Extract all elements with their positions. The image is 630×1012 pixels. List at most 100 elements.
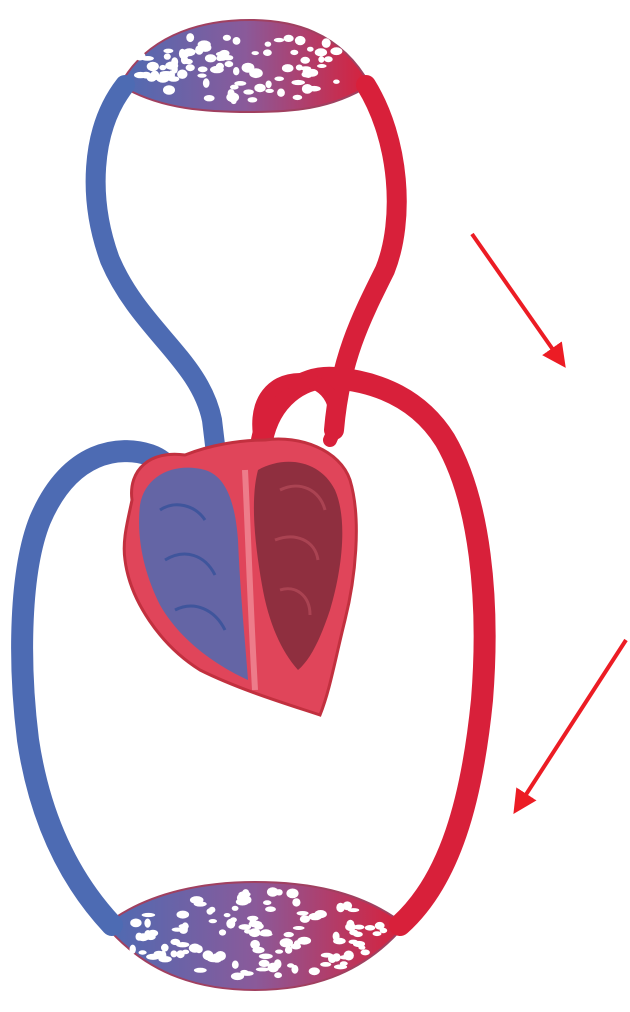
capillary-cell bbox=[179, 926, 188, 934]
capillary-cell bbox=[233, 37, 241, 45]
capillary-cell bbox=[204, 95, 215, 101]
capillary-cell bbox=[365, 925, 376, 931]
capillary-cell bbox=[307, 47, 314, 52]
capillary-cell bbox=[219, 929, 226, 935]
capillary-cell bbox=[300, 57, 310, 64]
capillary-cell bbox=[223, 35, 231, 41]
capillary-cell bbox=[315, 48, 327, 56]
capillary-cell bbox=[163, 85, 175, 95]
capillary-cell bbox=[241, 971, 254, 976]
capillary-cell bbox=[232, 961, 239, 969]
heart bbox=[124, 439, 356, 715]
capillary-cell bbox=[186, 33, 194, 42]
capillary-cell bbox=[243, 89, 254, 94]
capillary-cell bbox=[300, 915, 310, 923]
capillary-cell bbox=[171, 950, 178, 957]
capillary-cell bbox=[194, 968, 207, 973]
capillary-cell bbox=[265, 906, 276, 912]
capillary-cell bbox=[203, 78, 210, 88]
capillary-cell bbox=[375, 922, 385, 930]
capillary-cell bbox=[248, 97, 258, 102]
capillary-cell bbox=[259, 960, 270, 967]
capillary-cell bbox=[282, 64, 294, 72]
capillary-cell bbox=[284, 35, 294, 42]
capillary-cell bbox=[292, 898, 300, 906]
capillary-cell bbox=[286, 889, 298, 899]
capillary-cell bbox=[233, 67, 239, 75]
capillary-cell bbox=[163, 49, 173, 54]
capillary-cell bbox=[336, 903, 345, 913]
capillary-cell bbox=[143, 74, 153, 79]
capillary-cell bbox=[296, 65, 303, 71]
capillary-cell bbox=[168, 76, 179, 82]
capillary-cell bbox=[263, 49, 272, 56]
capillary-cell bbox=[130, 945, 136, 954]
capillary-cell bbox=[164, 53, 171, 59]
capillary-cell bbox=[170, 939, 180, 945]
capillary-cell bbox=[259, 954, 273, 960]
capillary-cell bbox=[312, 916, 320, 920]
capillary-cell bbox=[139, 950, 147, 954]
capillary-cell bbox=[348, 908, 360, 912]
capillary-cell bbox=[324, 56, 333, 62]
capillary-cell bbox=[209, 907, 216, 913]
capillary-cell bbox=[230, 85, 239, 90]
arrow-lower bbox=[516, 640, 626, 810]
pulmonary-capillary-bed bbox=[120, 20, 370, 112]
capillary-cell bbox=[345, 923, 356, 931]
capillary-cell bbox=[274, 38, 284, 42]
capillary-cell bbox=[302, 84, 313, 94]
capillary-cell bbox=[189, 49, 196, 54]
capillary-cell bbox=[344, 951, 354, 961]
capillary-cell bbox=[137, 933, 149, 941]
capillary-cell bbox=[242, 889, 249, 895]
capillary-cell bbox=[291, 965, 298, 974]
capillary-cell bbox=[373, 931, 382, 936]
capillary-cell bbox=[156, 74, 170, 83]
capillary-cell bbox=[263, 900, 271, 905]
capillary-cell bbox=[134, 52, 145, 61]
capillary-cell bbox=[197, 74, 206, 78]
capillary-cell bbox=[293, 95, 303, 100]
capillary-cell bbox=[333, 953, 341, 961]
capillary-cell bbox=[176, 950, 184, 958]
capillary-cell bbox=[277, 89, 285, 97]
capillary-cell bbox=[333, 938, 346, 945]
capillary-cell bbox=[317, 64, 327, 68]
capillary-cell bbox=[291, 80, 305, 85]
capillary-cell bbox=[224, 913, 231, 917]
capillary-cell bbox=[203, 950, 214, 960]
arrow-upper bbox=[472, 234, 563, 364]
capillary-cell bbox=[250, 940, 260, 949]
capillary-cell bbox=[318, 56, 324, 62]
capillary-cell bbox=[265, 89, 274, 93]
capillary-cell bbox=[293, 926, 305, 930]
capillary-cell bbox=[330, 47, 342, 55]
capillary-cell bbox=[361, 949, 370, 955]
pulmonary-artery bbox=[96, 85, 218, 470]
capillary-cell bbox=[254, 84, 265, 92]
capillary-cell bbox=[334, 964, 347, 969]
capillary-cell bbox=[142, 913, 156, 917]
capillary-cell bbox=[147, 62, 159, 71]
capillary-cell bbox=[265, 42, 272, 47]
capillary-cell bbox=[216, 55, 223, 61]
capillary-cell bbox=[274, 77, 284, 82]
capillary-cell bbox=[198, 66, 208, 72]
capillary-cell bbox=[249, 928, 261, 937]
capillary-cell bbox=[144, 919, 150, 928]
capillary-cell bbox=[290, 50, 298, 55]
capillary-cell bbox=[186, 64, 195, 71]
capillary-cell bbox=[320, 962, 331, 967]
capillary-cell bbox=[165, 61, 178, 69]
capillary-cell bbox=[194, 901, 207, 906]
capillary-cell bbox=[146, 954, 160, 960]
systemic-capillary-bed bbox=[105, 882, 405, 990]
capillary-cell bbox=[195, 945, 203, 953]
capillary-cell bbox=[353, 932, 363, 938]
capillary-cell bbox=[252, 51, 259, 55]
capillary-cell bbox=[177, 911, 190, 919]
capillary-cell bbox=[321, 953, 333, 958]
capillary-cell bbox=[242, 63, 255, 73]
